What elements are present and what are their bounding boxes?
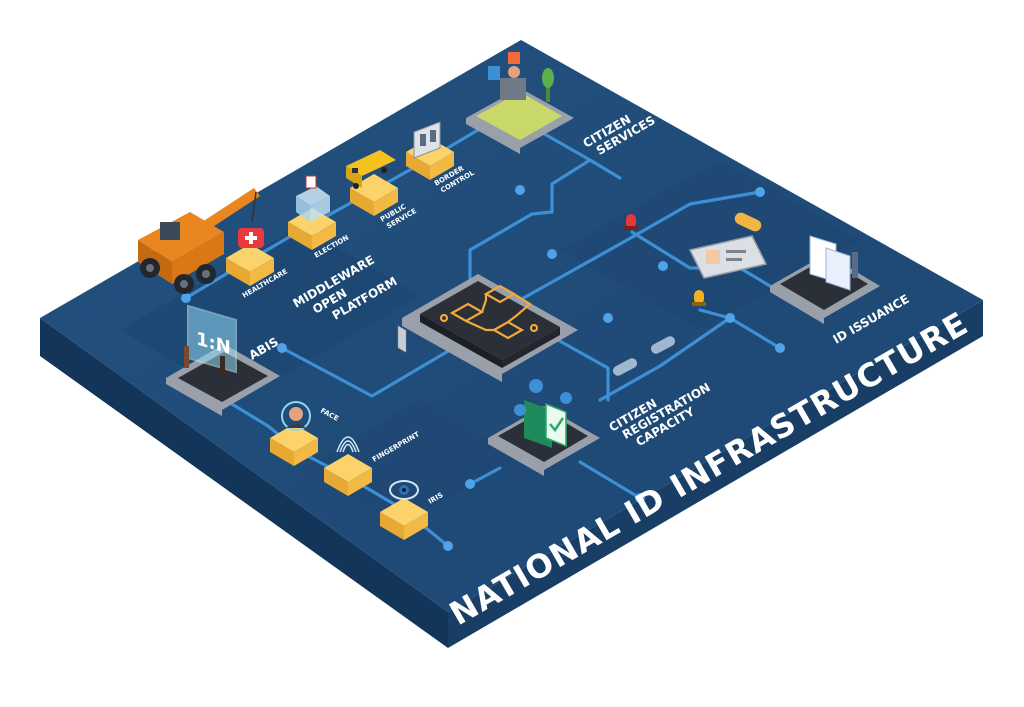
public-service-box [346,150,398,216]
trace-nodes [181,185,795,551]
election-box [288,175,336,250]
eye-scan-icon [389,480,419,500]
trace-middleware-registration [538,328,610,402]
ballot-box-icon [296,175,330,222]
trace-registration-left [468,466,502,486]
trace-registration-down [578,460,642,500]
fingerprint-box [324,436,372,496]
chip-body [420,281,560,360]
trace-node [725,313,735,323]
registration-documents-icon [514,379,572,448]
board-side-left [40,318,448,648]
board-panel [300,400,520,526]
crane-icon [138,188,260,294]
trace-node [465,479,475,489]
abis-chip [166,344,280,416]
chip-body-side [420,314,502,368]
trace-node [635,493,645,503]
resistor-icon [612,336,676,376]
board-side-right [448,300,983,648]
trace-middleware-issuance [518,190,762,302]
trace-node [515,185,525,195]
healthcare-box [226,228,274,286]
circuit-chip-icon [439,284,539,340]
trace-node [775,343,785,353]
trace-citizen-services [518,118,592,214]
chip-body-side [502,327,560,368]
trace-node [658,261,668,271]
face-box [270,401,318,466]
id-documents-icon [688,235,858,291]
capacitor-icon [734,212,762,232]
trace-node [755,187,765,197]
circuit-traces [184,118,792,548]
fingerprint-icon [336,436,360,453]
yellow-led-icon [692,290,706,306]
trace-registration-right [598,316,732,402]
trace-abis-middleware [280,346,452,398]
bus-icon [346,150,396,189]
citizen-services-chip [466,88,574,154]
service-desk-icon [488,52,554,102]
red-led-icon [624,214,638,230]
trace-node [547,249,557,259]
trace-middleware-up [468,210,554,292]
trace-node [181,293,191,303]
iris-box [380,480,428,540]
face-scan-icon [281,401,311,431]
board-components [612,212,762,376]
border-control-box [406,121,454,180]
medical-kit-icon [238,228,264,248]
trace-node [443,541,453,551]
border-gate-icon [413,121,441,159]
trace-node [603,313,613,323]
trace-branch [588,158,622,180]
trace-node [277,343,287,353]
matching-screen-icon: 1:N [184,304,237,376]
middleware-chip [397,274,578,382]
